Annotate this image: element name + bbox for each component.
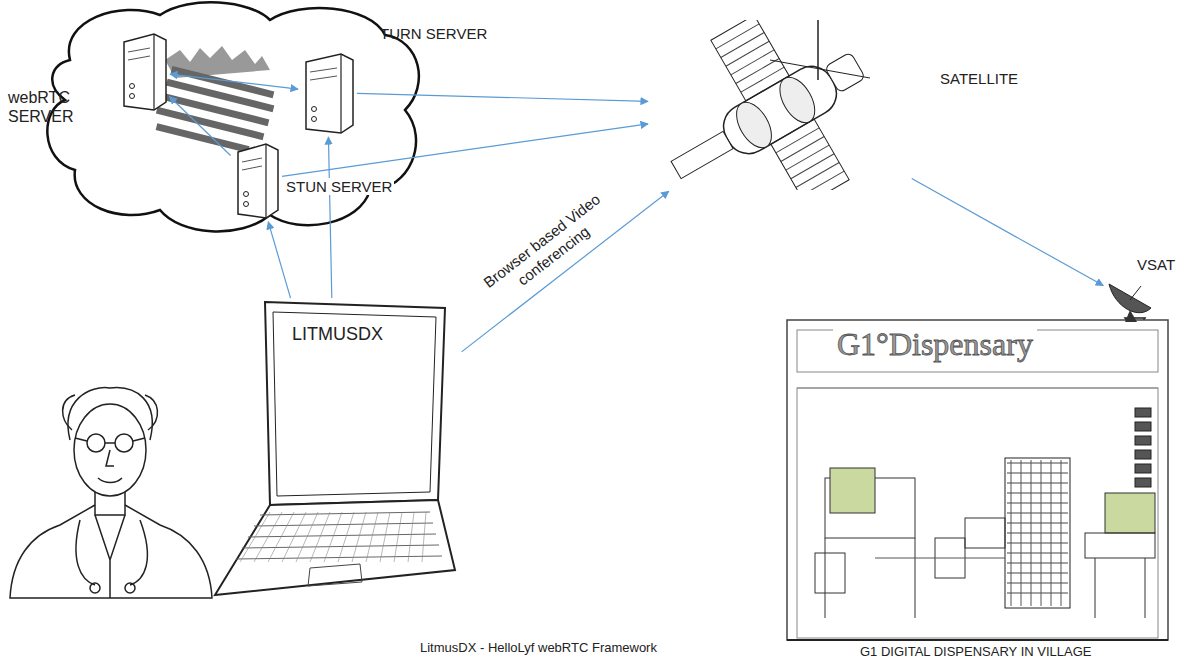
server-icon [118,30,168,112]
node-label: LITMUSDX [292,324,383,345]
connector-line [268,222,290,298]
server-icon [300,50,355,135]
node-label: G1°Dispensary [833,326,1037,363]
node-server: TURN SERVER [300,50,355,135]
connector-line [170,74,298,89]
node-laptop: LITMUSDX [210,300,460,600]
node-label: SATELLITE [940,70,1018,87]
node-server: STUN SERVER [232,140,280,220]
node-sat: SATELLITE [650,20,910,190]
node-label: VSAT [1137,256,1175,273]
connector-line [328,137,331,298]
connector-line [169,97,230,156]
dish-icon [1105,278,1155,323]
figure-caption: LitmusDX - HelloLyf webRTC Framework [420,640,657,655]
connector-line [912,179,1104,286]
node-label: webRTC SERVER [8,88,80,126]
doctor-figure [10,388,212,598]
cloud-outline [47,2,419,231]
node-label: STUN SERVER [284,178,394,195]
building-icon [785,318,1170,644]
node-dish: VSAT [1105,278,1155,323]
node-caption: G1 DIGITAL DISPENSARY IN VILLAGE [860,644,1091,659]
firewall-bricks [156,46,275,153]
sat-icon [650,20,910,190]
server-icon [232,140,280,220]
laptop-icon [210,300,460,600]
node-label: TURN SERVER [380,25,487,42]
node-server: webRTC SERVER [118,30,168,112]
connector-label: Browser based Video conferencing [477,188,619,310]
node-building: G1°DispensaryG1 DIGITAL DISPENSARY IN VI… [785,318,1170,644]
connector-line [357,93,648,101]
